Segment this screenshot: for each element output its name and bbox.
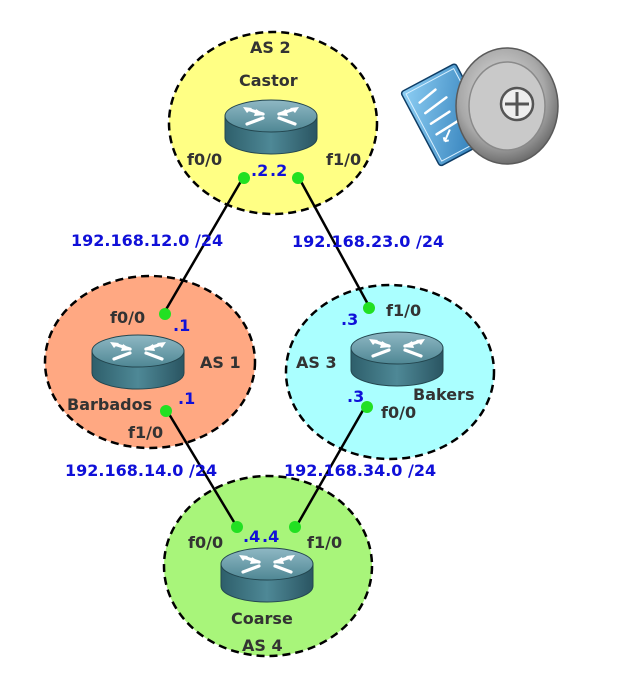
bakers-host-b: .3 [347,387,364,406]
router-coarse-icon[interactable] [219,546,315,604]
barbados-f00-label: f0/0 [110,308,145,327]
coarse-host-b: .4 [262,527,279,546]
coarse-host-a: .4 [243,527,260,546]
bakers-host-a: .3 [341,310,358,329]
network-34-label: 192.168.34.0 /24 [284,461,436,480]
network-12-label: 192.168.12.0 /24 [71,231,223,250]
port-dot [231,521,243,533]
port-dot [361,401,373,413]
castor-f10-label: f1/0 [326,150,361,169]
as3-label: AS 3 [296,353,337,372]
link-castor-bakers [296,175,372,309]
port-dot [363,302,375,314]
router-castor-icon[interactable] [223,98,319,156]
barbados-f10-label: f1/0 [128,423,163,442]
as2-label: AS 2 [250,38,291,57]
port-dot [238,172,250,184]
bakers-f10-label: f1/0 [386,301,421,320]
as4-label: AS 4 [242,636,283,655]
castor-f00-label: f0/0 [187,150,222,169]
as1-label: AS 1 [200,353,241,372]
port-dots [159,172,375,533]
barbados-host-b: .1 [178,389,195,408]
port-dot [289,521,301,533]
bakers-f00-label: f0/0 [381,403,416,422]
link-barbados-coarse [164,408,239,528]
coarse-f10-label: f1/0 [307,533,342,552]
barbados-host-a: .1 [173,316,190,335]
router-castor-name: Castor [239,71,298,90]
router-barbados-icon[interactable] [90,333,186,391]
port-dot [159,308,171,320]
gns3-vault-logo-icon [400,47,559,167]
link-bakers-coarse [294,404,368,528]
network-23-label: 192.168.23.0 /24 [292,232,444,251]
port-dot [292,172,304,184]
router-barbados-name: Barbados [67,395,152,414]
port-dot [160,405,172,417]
coarse-f00-label: f0/0 [188,533,223,552]
network-14-label: 192.168.14.0 /24 [65,461,217,480]
router-bakers-name: Bakers [413,385,474,404]
castor-host-a: .2 [251,161,268,180]
link-castor-barbados [162,175,246,314]
castor-host-b: .2 [270,161,287,180]
router-bakers-icon[interactable] [349,330,445,388]
router-coarse-name: Coarse [231,609,293,628]
